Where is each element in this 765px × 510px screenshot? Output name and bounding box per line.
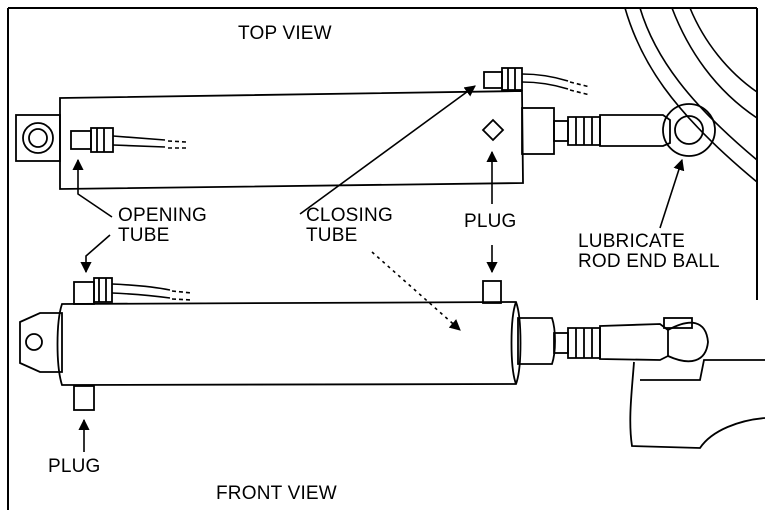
- structure-curves: [624, 7, 758, 183]
- closing-tube-label: CLOSING TUBE: [306, 206, 393, 246]
- top-view-title: TOP VIEW: [238, 23, 332, 44]
- leader-lines: [72, 85, 685, 452]
- closing-tube-label-line1: CLOSING: [306, 205, 393, 226]
- lubricate-label-line1: LUBRICATE: [578, 231, 686, 252]
- plug-bottom-label: PLUG: [48, 456, 101, 477]
- opening-tube-label: OPENING TUBE: [118, 206, 207, 246]
- lubricate-label: LUBRICATE ROD END BALL: [578, 232, 720, 272]
- opening-tube-label-line2: TUBE: [118, 225, 170, 246]
- front-view-title: FRONT VIEW: [216, 483, 337, 504]
- front-view-tubes: [111, 283, 193, 301]
- top-view-cylinder: [15, 67, 716, 190]
- front-view-cylinder: [19, 277, 765, 449]
- closing-tube-label-line2: TUBE: [306, 225, 358, 246]
- lubricate-label-line2: ROD END BALL: [578, 251, 720, 272]
- top-view-tubes: [112, 73, 591, 149]
- plug-top-label: PLUG: [464, 211, 517, 232]
- frame: [7, 7, 758, 510]
- opening-tube-label-line1: OPENING: [118, 205, 208, 226]
